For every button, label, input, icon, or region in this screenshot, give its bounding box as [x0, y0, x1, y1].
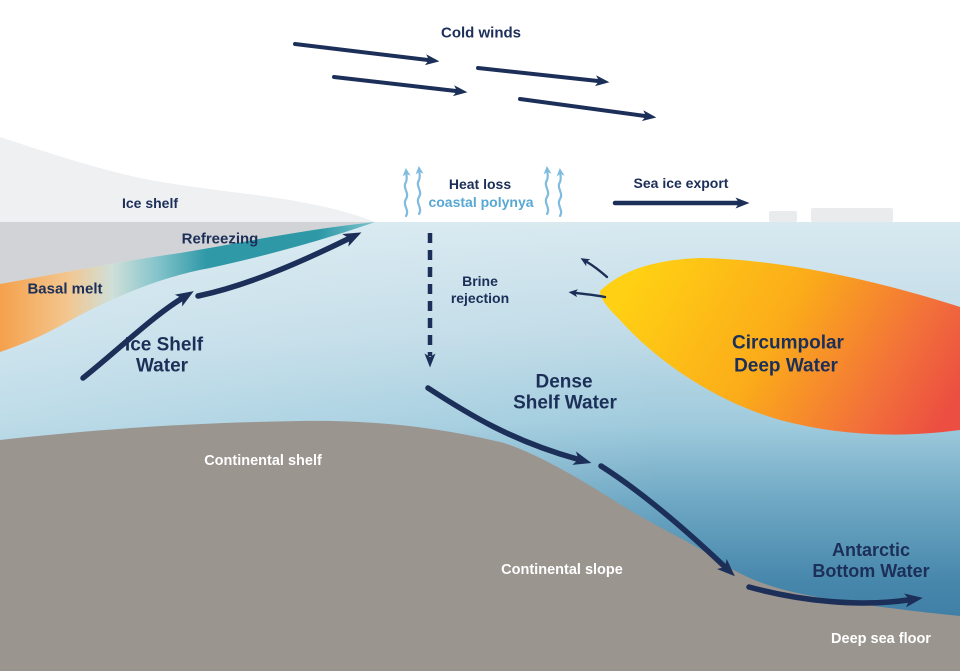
cold-wind-arrow-3 [476, 66, 610, 87]
antarctic-bottom-water-label-line1: Antarctic [832, 540, 910, 560]
heat-loss-squiggle-4 [556, 168, 565, 218]
ice-shelf-label: Ice shelf [122, 195, 178, 211]
sea-ice-floe-1 [769, 211, 797, 222]
melt-refreeze-ribbon [0, 222, 375, 352]
brine-rejection-label-line1: Brine [462, 273, 498, 289]
circumpolar-deep-water-label-line2: Deep Water [734, 356, 838, 377]
sea-ice-floe-2 [811, 208, 893, 222]
cdw-intrusion-arrow-2 [568, 289, 607, 299]
continental-shelf-label: Continental shelf [204, 453, 322, 469]
dense-shelf-water-label-line1: Dense [535, 372, 592, 393]
brine-rejection-label-line2: rejection [451, 290, 509, 306]
heat-loss-squiggle-2 [415, 166, 424, 216]
basal-melt-label: Basal melt [27, 281, 102, 298]
coastal-polynya-label: coastal polynya [428, 194, 533, 210]
circumpolar-deep-water-label-line1: Circumpolar [732, 333, 845, 354]
cold-wind-arrow-1 [293, 42, 440, 66]
cold-winds-label: Cold winds [441, 25, 521, 42]
refreezing-label: Refreezing [182, 231, 259, 248]
deep-sea-floor-label: Deep sea floor [831, 631, 931, 647]
cdw-intrusion-arrow-1 [580, 258, 609, 279]
antarctic-bottom-water-label-line2: Bottom Water [812, 561, 929, 581]
dense-shelf-water-label-line2: Shelf Water [513, 393, 617, 414]
ice-shelf-water-flow-arrow-2 [195, 232, 362, 299]
seafloor [0, 420, 960, 671]
heat-loss-label: Heat loss [449, 176, 511, 192]
sea-ice-export-label: Sea ice export [634, 175, 729, 191]
continental-slope-label: Continental slope [501, 562, 623, 578]
dense-shelf-water-flow-arrow [425, 385, 592, 465]
cold-wind-arrow-2 [332, 75, 468, 97]
heat-loss-squiggle-3 [543, 166, 552, 216]
continental-slope-flow-arrow [598, 463, 735, 577]
ice-shelf-surface [0, 137, 375, 222]
ice-shelf-submerged [0, 222, 375, 284]
antarctic-bottom-water-flow-arrow [746, 584, 923, 608]
cold-wind-arrow-4 [518, 97, 657, 122]
ice-shelf-water-flow-arrow-1 [80, 291, 194, 381]
circumpolar-deep-water-mass [600, 258, 960, 435]
heat-loss-squiggle-1 [402, 168, 411, 218]
ice-shelf-water-label-line2: Water [136, 356, 189, 377]
ice-shelf-water-label-line1: Ice Shelf [125, 335, 204, 356]
